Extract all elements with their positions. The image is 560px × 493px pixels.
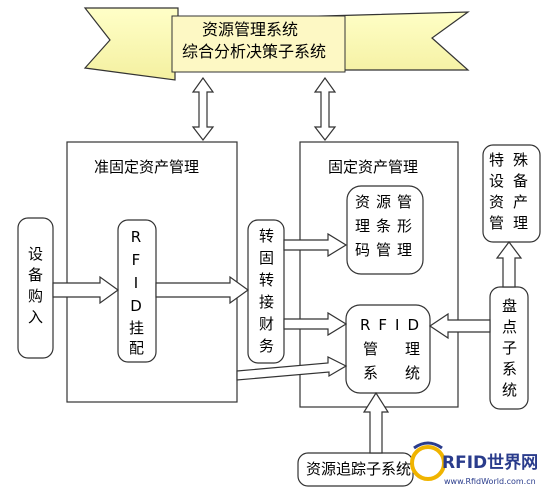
rfid-mgmt-line1: RFID [360,316,428,334]
tracking-label: 资源追踪子系统 [306,460,412,478]
transfer-to-barcode-arrow [283,232,348,258]
rfid-mgmt-line3: 系 统 [363,364,427,382]
special-col2: 殊备产理 [511,152,529,236]
barcode-line3: 码管理 [355,241,419,259]
special-col1: 特设资管 [487,152,505,236]
rfid-mgmt-line2: 管 理 [363,340,427,358]
quasi-fixed-title: 准固定资产管理 [94,158,200,176]
rfid-to-transfer-arrow [155,275,250,305]
rfid-tag-label: RFID挂配 [127,228,145,360]
barcode-line1: 资源管 [355,193,419,211]
tracking-to-rfid-mgmt-arrow [362,391,390,454]
quasi-fixed-panel [66,141,238,403]
transfer-box [247,219,285,364]
banner-inner [171,15,346,73]
transfer-to-rfid-mgmt-arrow [283,311,348,337]
fixed-title: 固定资产管理 [328,158,419,176]
banner-to-fixed-arrow [313,76,337,141]
purchase-to-rfid-arrow [52,275,120,305]
watermark-logo-text: RFID世界网 [442,453,539,473]
rfid-mgmt-box [345,304,431,394]
barcode-line2: 理条形 [355,217,419,235]
banner-to-quasi-arrow [191,76,215,141]
inventory-label: 盘点子系统 [500,298,518,403]
inventory-to-rfid-mgmt-arrow [428,312,491,340]
barcode-box [346,185,424,275]
special-box [482,144,541,243]
banner-line2: 综合分析决策子系统 [182,42,327,61]
quasi-to-rfid-mgmt-arrow [236,356,348,381]
watermark-url: www.RfidWorld.com.cn [444,477,536,486]
watermark-logo [410,441,446,481]
banner-line1: 资源管理系统 [202,20,299,39]
transfer-label: 转固转接财务 [257,228,275,360]
purchase-label: 设备购入 [26,246,44,330]
inventory-to-special-arrow [495,241,523,288]
